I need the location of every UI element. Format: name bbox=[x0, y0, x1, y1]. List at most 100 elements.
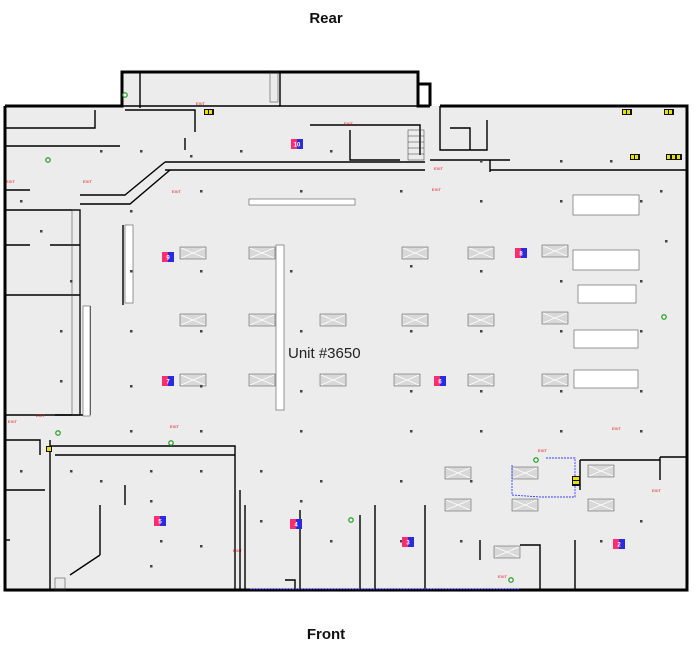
fixture-dot bbox=[300, 430, 303, 433]
unit-marker-number: 4 bbox=[294, 523, 298, 529]
ceiling-unit bbox=[511, 498, 539, 512]
exit-sign: EXIT bbox=[83, 179, 92, 184]
unit-marker-number: 7 bbox=[166, 380, 170, 386]
exit-sign: EXIT bbox=[36, 413, 45, 418]
fixture-dot bbox=[480, 330, 483, 333]
exit-sign: EXIT bbox=[498, 574, 507, 579]
ceiling-unit bbox=[541, 311, 569, 325]
fixture-dot bbox=[470, 480, 473, 483]
exit-sign: EXIT bbox=[432, 187, 441, 192]
fixture-dot bbox=[600, 540, 603, 543]
fixture-dot bbox=[610, 160, 613, 163]
exit-sign: EXIT bbox=[538, 448, 547, 453]
fixture-dot bbox=[150, 470, 153, 473]
fixture-dot bbox=[20, 470, 23, 473]
unit-marker-5: 5 bbox=[154, 516, 166, 526]
front-label: Front bbox=[306, 626, 346, 643]
fixture-dot bbox=[160, 540, 163, 543]
unit-marker-number: 9 bbox=[166, 256, 170, 262]
fixture-dot bbox=[640, 430, 643, 433]
fixture-dot bbox=[200, 545, 203, 548]
fixture-dot bbox=[260, 470, 263, 473]
fixture-dot bbox=[60, 330, 63, 333]
unit-marker-10: 10 bbox=[291, 139, 303, 149]
equipment-tags bbox=[46, 109, 682, 486]
unit-marker-8: 8 bbox=[515, 248, 527, 258]
exit-sign: EXIT bbox=[170, 424, 179, 429]
fixture-dot bbox=[60, 380, 63, 383]
unit-marker-6: 6 bbox=[434, 376, 446, 386]
unit-marker-2: 2 bbox=[613, 539, 625, 549]
ceiling-unit bbox=[587, 464, 615, 478]
fixture-dot bbox=[40, 230, 43, 233]
exit-sign: EXIT bbox=[196, 101, 205, 106]
fixture-dot bbox=[560, 160, 563, 163]
fixture-dot bbox=[480, 270, 483, 273]
fixture-dot bbox=[200, 270, 203, 273]
fixture-dot bbox=[660, 190, 663, 193]
fixture-dot bbox=[410, 430, 413, 433]
unit-marker-number: 10 bbox=[294, 143, 301, 149]
fixture-dot bbox=[665, 240, 668, 243]
fixture-dot bbox=[200, 330, 203, 333]
fixture-dot bbox=[190, 155, 193, 158]
fixture-dot bbox=[200, 385, 203, 388]
green-markers bbox=[45, 92, 667, 583]
ceiling-unit bbox=[444, 498, 472, 512]
fixture-dot bbox=[460, 540, 463, 543]
unit-marker-number: 8 bbox=[519, 252, 523, 258]
ceiling-unit bbox=[541, 244, 569, 258]
ceiling-unit bbox=[587, 498, 615, 512]
ceiling-unit bbox=[248, 246, 276, 260]
exit-sign: EXIT bbox=[6, 179, 15, 184]
fixture-dot bbox=[560, 390, 563, 393]
fixture-dot bbox=[560, 330, 563, 333]
fixture-dot bbox=[560, 200, 563, 203]
exit-sign: EXIT bbox=[8, 419, 17, 424]
fixture-dot bbox=[200, 190, 203, 193]
ceiling-unit bbox=[179, 246, 207, 260]
fixture-dot bbox=[300, 500, 303, 503]
exit-sign: EXIT bbox=[172, 189, 181, 194]
ceiling-unit bbox=[467, 246, 495, 260]
ceiling-unit bbox=[467, 373, 495, 387]
fixture-dot bbox=[480, 160, 483, 163]
fixture-dots bbox=[20, 150, 668, 568]
exit-signs: EXIT EXIT EXIT EXIT EXIT EXIT EXIT EXIT EXIT EXIT… bbox=[6, 101, 661, 579]
fixture-dot bbox=[100, 150, 103, 153]
exit-sign: EXIT bbox=[652, 488, 661, 493]
ceiling-unit bbox=[179, 313, 207, 327]
exit-sign: EXIT bbox=[612, 426, 621, 431]
exit-sign: EXIT bbox=[434, 166, 443, 171]
roll-door bbox=[250, 457, 576, 590]
fixture-dot bbox=[330, 150, 333, 153]
fixture-dot bbox=[150, 565, 153, 568]
ceiling-unit bbox=[179, 373, 207, 387]
fixture-dot bbox=[240, 150, 243, 153]
fixture-dot bbox=[300, 330, 303, 333]
long-fixtures bbox=[82, 194, 640, 417]
fixture-dot bbox=[70, 470, 73, 473]
fixture-dot bbox=[410, 330, 413, 333]
fixture-dot bbox=[140, 150, 143, 153]
fixture-dot bbox=[150, 500, 153, 503]
fixture-dot bbox=[200, 470, 203, 473]
ceiling-unit bbox=[248, 373, 276, 387]
fixture-dot bbox=[560, 430, 563, 433]
ceiling-unit bbox=[493, 545, 521, 559]
fixture-dot bbox=[320, 480, 323, 483]
ceiling-unit bbox=[248, 313, 276, 327]
ceiling-unit bbox=[319, 313, 347, 327]
fixture-dot bbox=[410, 390, 413, 393]
exit-sign: EXIT bbox=[344, 121, 353, 126]
rear-label: Rear bbox=[309, 10, 343, 27]
ceiling-unit bbox=[444, 466, 472, 480]
fixture-dot bbox=[200, 430, 203, 433]
fixture-dot bbox=[130, 210, 133, 213]
unit-marker-number: 6 bbox=[438, 380, 442, 386]
fixture-dot bbox=[400, 190, 403, 193]
fixture-dot bbox=[130, 270, 133, 273]
fixture-dot bbox=[130, 385, 133, 388]
ceiling-unit bbox=[319, 373, 347, 387]
